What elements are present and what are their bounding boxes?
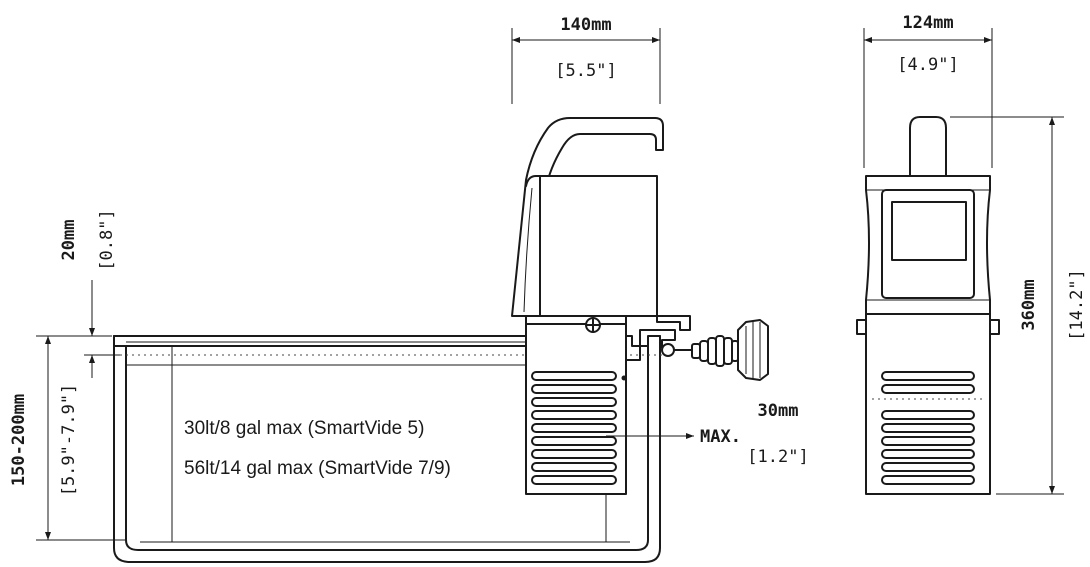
dimension-lines [36, 28, 1064, 541]
height-mm-label: 360mm [1019, 279, 1039, 330]
clamp-knob [737, 319, 769, 381]
max-label: MAX. [700, 427, 741, 447]
capacity-line-1: 30lt/8 gal max (SmartVide 5) [184, 418, 424, 439]
water-bath-container [113, 335, 670, 563]
sous-vide-front-view [856, 116, 1000, 495]
width-side-mm-label: 124mm [902, 13, 953, 33]
vent-slots-front [881, 371, 975, 485]
gap-mm-label: 20mm [59, 220, 79, 261]
gap-in-label: [0.8"] [97, 209, 117, 270]
width-top-mm-label: 140mm [560, 15, 611, 35]
depth-in-label: [5.9"-7.9"] [59, 384, 79, 497]
indicator-dot [621, 375, 627, 381]
clamp-spring [691, 335, 739, 367]
max-in-label: [1.2"] [747, 447, 808, 467]
max-mm-label: 30mm [758, 401, 799, 421]
capacity-line-2: 56lt/14 gal max (SmartVide 7/9) [184, 458, 451, 479]
width-side-in-label: [4.9"] [897, 55, 958, 75]
vent-slots-side [531, 371, 617, 485]
depth-mm-label: 150-200mm [9, 394, 29, 486]
sous-vide-side-view [511, 117, 769, 495]
width-top-in-label: [5.5"] [555, 61, 616, 81]
height-in-label: [14.2"] [1067, 269, 1087, 341]
